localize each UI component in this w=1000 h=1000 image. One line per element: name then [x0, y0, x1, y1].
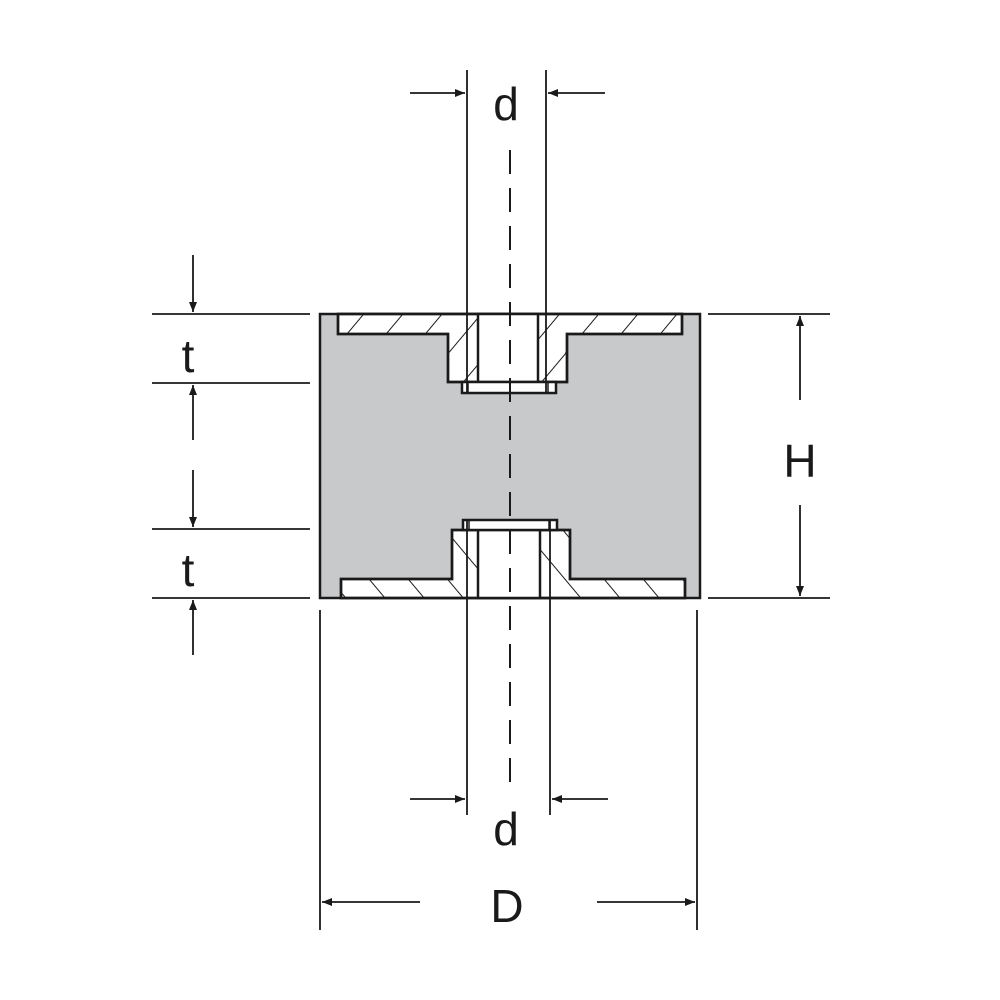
t-dimensions — [152, 255, 310, 655]
label-D: D — [490, 880, 523, 932]
d-top-dimension — [410, 70, 605, 393]
d-outer-dimension — [319, 610, 698, 930]
label-d-bottom: d — [493, 803, 519, 855]
d-bottom-dimension — [410, 520, 608, 815]
label-t-bottom: t — [182, 544, 195, 596]
label-d-top: d — [493, 78, 519, 130]
label-t-top: t — [182, 330, 195, 382]
h-dimension — [708, 313, 830, 599]
label-h: H — [783, 435, 816, 487]
bottom-threaded-insert — [339, 518, 687, 600]
